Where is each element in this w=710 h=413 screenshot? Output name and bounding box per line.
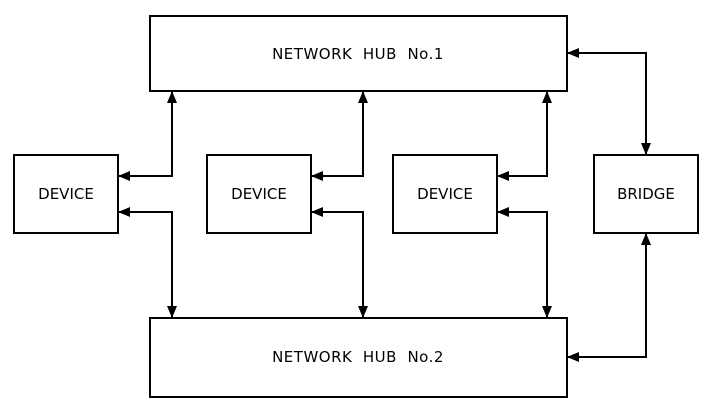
bridge[interactable]: BRIDGE	[593, 154, 699, 234]
device-1-label: DEVICE	[38, 185, 94, 203]
device-3[interactable]: DEVICE	[392, 154, 498, 234]
network-hub-2-label: NETWORK HUB No.2	[272, 348, 444, 366]
connector-device-2-hub-2	[311, 207, 368, 318]
network-hub-1-label: NETWORK HUB No.1	[272, 45, 444, 63]
device-1[interactable]: DEVICE	[13, 154, 119, 234]
device-3-label: DEVICE	[417, 185, 473, 203]
bridge-label: BRIDGE	[617, 185, 675, 203]
network-hub-2[interactable]: NETWORK HUB No.2	[149, 317, 568, 398]
device-2[interactable]: DEVICE	[206, 154, 312, 234]
connector-bridge-hub-1	[567, 48, 651, 155]
network-hub-1[interactable]: NETWORK HUB No.1	[149, 15, 568, 92]
connector-device-3-hub-1	[497, 91, 552, 181]
connector-device-3-hub-2	[497, 207, 552, 318]
connector-bridge-hub-2	[567, 233, 651, 362]
connector-device-2-hub-1	[311, 91, 368, 181]
connector-device-1-hub-1	[118, 91, 177, 181]
device-2-label: DEVICE	[231, 185, 287, 203]
connector-device-1-hub-2	[118, 207, 177, 318]
